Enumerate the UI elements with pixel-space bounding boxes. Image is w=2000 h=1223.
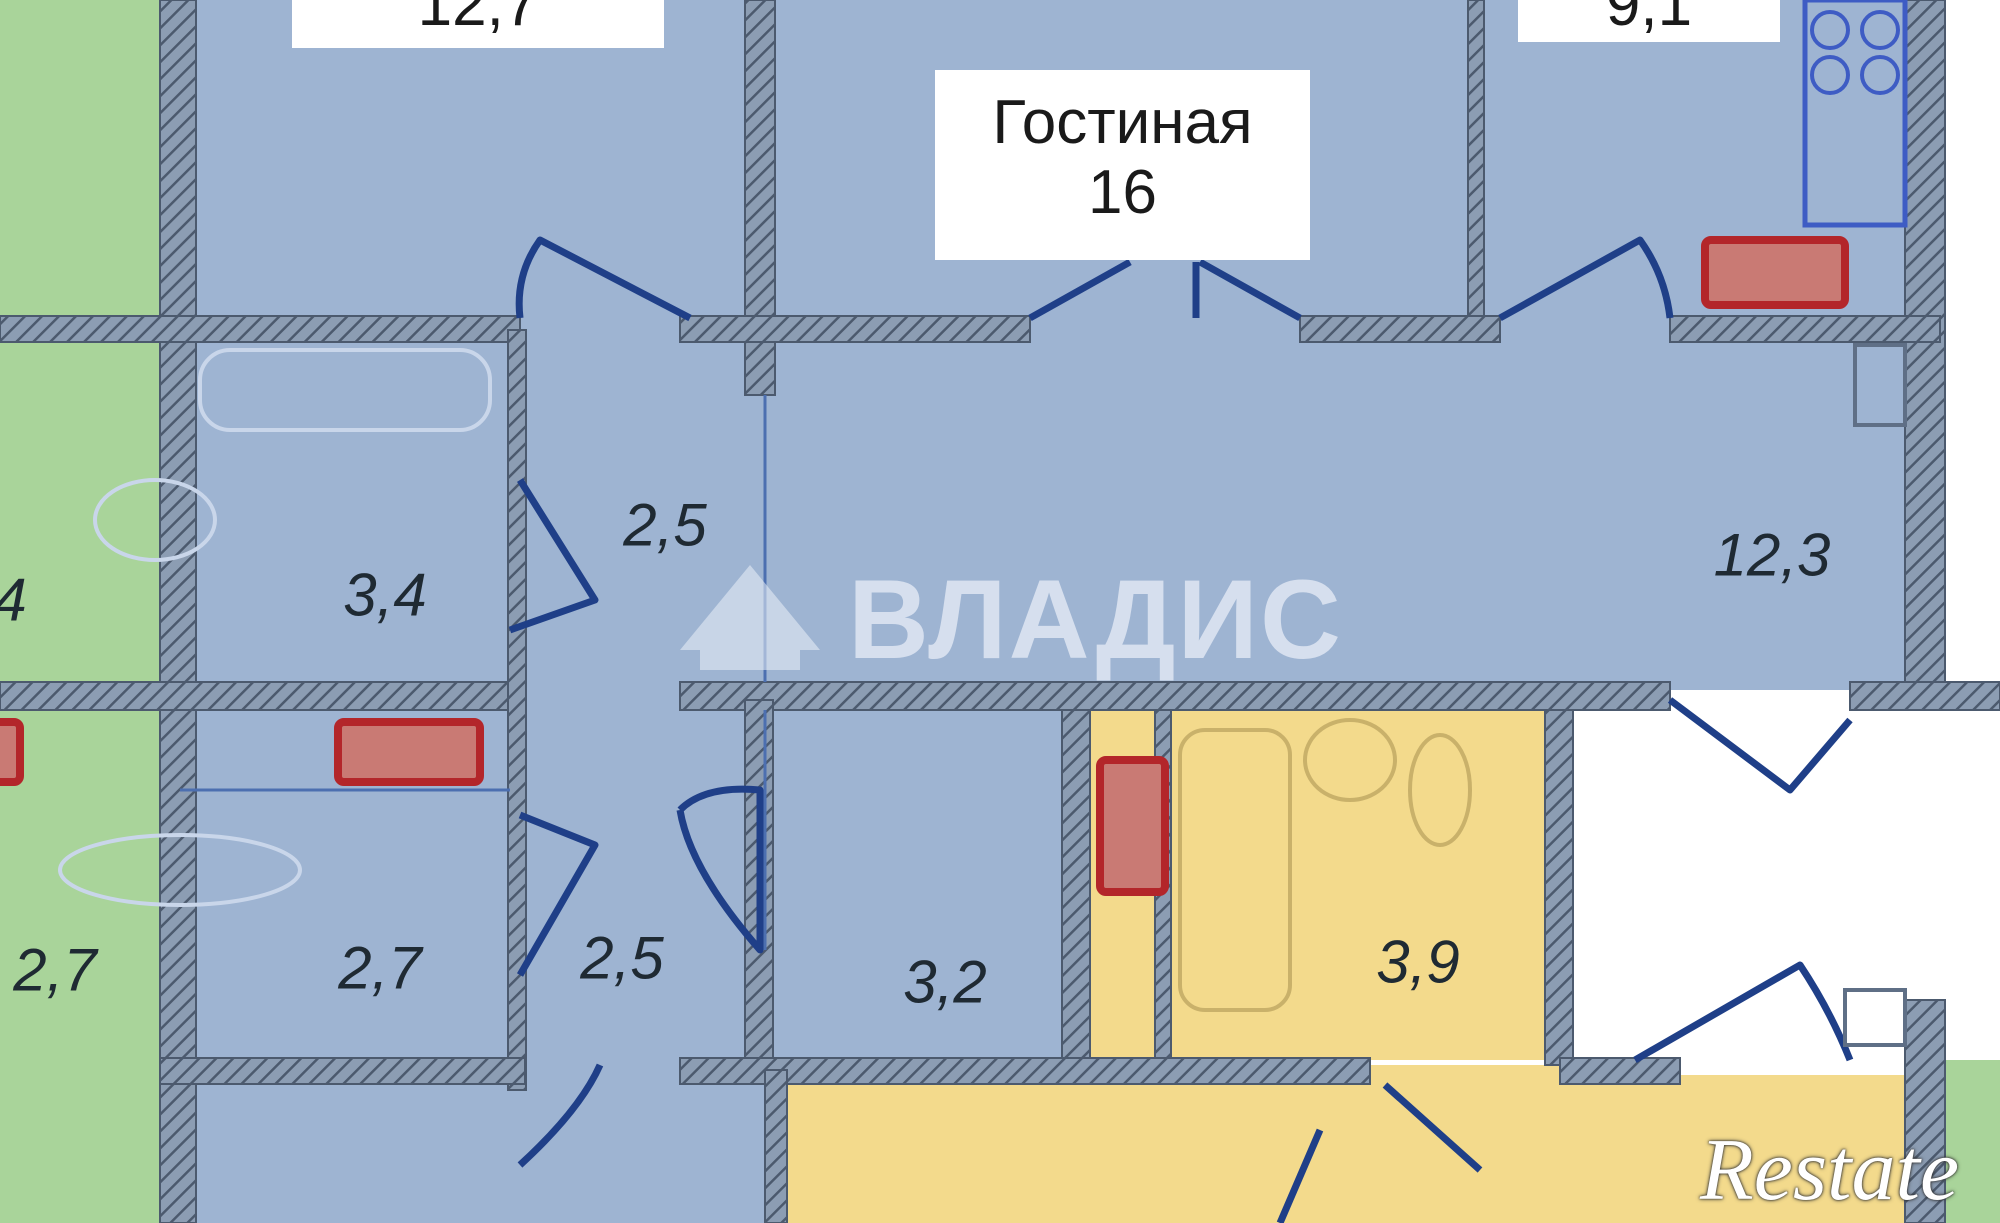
neighbor-green-left: [0, 0, 170, 1223]
wall-vertical-bath-left: [1061, 709, 1091, 1066]
bath-left-area: 3,4: [343, 561, 427, 629]
bathroom-yellow-area: 3,9: [1376, 928, 1460, 996]
electric-panel-icon: [0, 718, 24, 786]
closet-icon: [1843, 988, 1907, 1047]
door-right-room: [1498, 236, 1674, 322]
door-stair-bottom: [1633, 961, 1854, 1064]
room-top-right-area: 9,1: [1605, 0, 1693, 39]
sink-icon: [1303, 718, 1397, 802]
door-kitchen: [1382, 1082, 1483, 1173]
wc-left-area: 2,7: [338, 934, 422, 1002]
door-hall-bottom-left: [517, 1063, 604, 1168]
wall-horizontal-3a: [159, 1057, 526, 1085]
stove-icon: [1802, 0, 1908, 228]
living-room-area: 16: [1088, 158, 1157, 227]
door-hall-lower: [676, 785, 764, 954]
neighbor-left-top-area: 4: [0, 566, 27, 635]
burner-icon: [1860, 55, 1900, 95]
living-room-name: Гостиная: [992, 88, 1253, 157]
vladis-watermark: ВЛАДИС: [848, 557, 1343, 682]
wall-horizontal-2a: [0, 681, 526, 711]
door-bath-left: [508, 478, 599, 634]
wall-vertical-bath-right: [1544, 709, 1574, 1066]
wall-horizontal-3b: [679, 1057, 1371, 1085]
door-bedroom: [515, 236, 692, 322]
bedroom-top-left-floor: [170, 0, 790, 330]
door-living-right: [1198, 258, 1302, 322]
sink-left-icon: [93, 478, 217, 562]
wall-vertical-kitchen: [764, 1069, 788, 1223]
restate-watermark: Restate: [1700, 1122, 1960, 1219]
electrical-panels: [0, 236, 1849, 896]
storage-floor: [770, 700, 1070, 1070]
wall-vertical-right: [1904, 0, 1946, 701]
door-wc-left: [516, 811, 599, 977]
wall-horizontal-1d: [1669, 315, 1941, 343]
wall-horizontal-2c: [1849, 681, 2000, 711]
room-top-right-floor: [1480, 0, 1920, 330]
wall-vertical-right-bottom: [1904, 999, 1946, 1223]
bedroom-top-left-area: 12,7: [417, 0, 539, 39]
wall-horizontal-2b: [679, 681, 1671, 711]
hall-lower-area: 2,5: [580, 924, 664, 992]
storage-area: 3,2: [903, 948, 987, 1016]
wall-vertical-top-right: [1467, 0, 1485, 321]
closet-icon: [1853, 343, 1907, 427]
toilet-left-icon: [58, 833, 302, 907]
burner-icon: [1860, 10, 1900, 50]
electric-panel-icon: [1701, 236, 1849, 309]
wall-vertical-hall-left: [507, 329, 527, 1091]
neighbor-right-white: [1945, 0, 2000, 1223]
door-kitchen-left: [1276, 1128, 1324, 1223]
neighbor-right-green: [1945, 1060, 2000, 1223]
bathtub-icon: [1178, 728, 1292, 1012]
wall-vertical-left: [159, 0, 197, 1223]
wall-horizontal-1b: [679, 315, 1031, 343]
neighbor-left-bottom-area: 2,7: [13, 936, 97, 1004]
door-stair-top: [1667, 697, 1853, 794]
electric-panel-icon: [334, 718, 484, 786]
wall-horizontal-1a: [0, 315, 521, 343]
kitchen-yellow-floor: [780, 1065, 1920, 1223]
doors: [508, 236, 1854, 1223]
burner-icon: [1810, 55, 1850, 95]
corridor-right-area: 12,3: [1713, 521, 1831, 589]
vladis-logo-icon: [680, 565, 820, 670]
wall-horizontal-1c: [1299, 315, 1501, 343]
door-living-left: [1028, 258, 1132, 322]
bath-left-floor: [180, 330, 525, 690]
hall-upper-area: 2,5: [623, 491, 707, 559]
electric-panel-icon: [1096, 756, 1169, 896]
bathtub-left-icon: [198, 348, 492, 432]
room-bottom-left-floor: [180, 1070, 770, 1223]
toilet-icon: [1408, 733, 1472, 847]
living-room-label: Гостиная 16: [935, 70, 1310, 260]
room-top-right-label: 9,1: [1518, 0, 1780, 42]
burner-icon: [1810, 10, 1850, 50]
fixtures: [58, 0, 1908, 1047]
wall-horizontal-3c: [1559, 1057, 1681, 1085]
bedroom-top-left-label: 12,7: [292, 0, 664, 48]
